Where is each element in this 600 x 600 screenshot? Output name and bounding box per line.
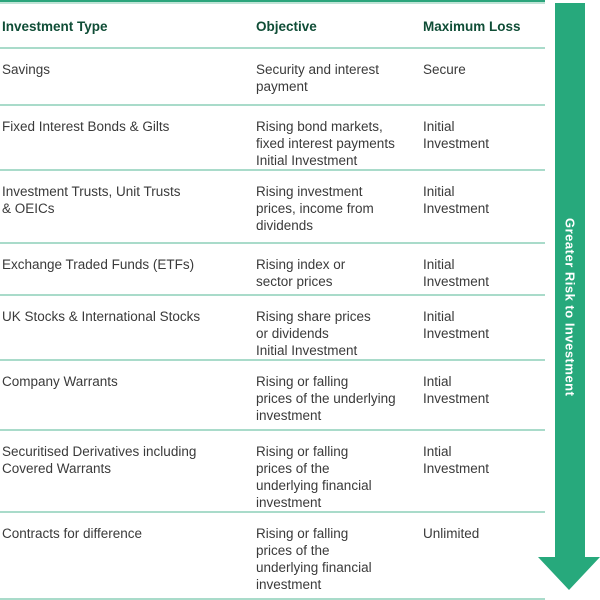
cell-investment-type: Investment Trusts, Unit Trusts & OEICs [2, 184, 181, 216]
cell-investment-type: Securitised Derivatives including Covere… [2, 444, 197, 476]
cell-max-loss: Intial Investment [423, 374, 490, 406]
table-top-border [0, 0, 545, 2]
cell-objective: Rising bond markets, fixed interest paym… [256, 119, 395, 168]
cell-investment-type: Company Warrants [2, 374, 118, 389]
cell-investment-type: Exchange Traded Funds (ETFs) [2, 257, 195, 272]
cell-investment-type: UK Stocks & International Stocks [2, 309, 201, 324]
cell-max-loss: Intial Investment [423, 444, 490, 476]
header-objective: Objective [256, 19, 317, 34]
table-row: Company Warrants Rising or falling price… [0, 361, 545, 431]
cell-max-loss: Unlimited [423, 526, 480, 541]
cell-objective: Rising or falling prices of the underlyi… [256, 444, 372, 510]
risk-arrow-label: Greater Risk to Investment [562, 217, 578, 397]
cell-objective: Rising investment prices, income from di… [256, 184, 374, 233]
risk-arrow: Greater Risk to Investment [555, 3, 585, 557]
header-investment-type: Investment Type [2, 19, 108, 34]
arrow-down-icon [538, 557, 600, 590]
cell-max-loss: Initial Investment [423, 119, 490, 151]
cell-investment-type: Fixed Interest Bonds & Gilts [2, 119, 170, 134]
table-row: Securitised Derivatives including Covere… [0, 431, 545, 513]
cell-max-loss: Initial Investment [423, 309, 490, 341]
cell-objective: Rising index or sector prices [256, 257, 346, 289]
table-body: Savings Security and interest payment Se… [0, 49, 545, 600]
cell-objective: Rising share prices or dividends Initial… [256, 309, 371, 358]
cell-max-loss: Initial Investment [423, 257, 490, 289]
header-maximum-loss: Maximum Loss [423, 19, 521, 34]
table-top-border-highlight [0, 2, 545, 4]
cell-objective: Rising or falling prices of the underlyi… [256, 374, 396, 423]
table-header-row: Investment Type Objective Maximum Loss [0, 4, 545, 49]
table-row: Contracts for difference Rising or falli… [0, 513, 545, 600]
table-row: Exchange Traded Funds (ETFs) Rising inde… [0, 244, 545, 296]
cell-investment-type: Contracts for difference [2, 526, 143, 541]
table-row: Investment Trusts, Unit Trusts & OEICs R… [0, 171, 545, 244]
table-row: Savings Security and interest payment Se… [0, 49, 545, 106]
cell-investment-type: Savings [2, 62, 51, 77]
cell-max-loss: Initial Investment [423, 184, 490, 216]
table-row: UK Stocks & International Stocks Rising … [0, 296, 545, 361]
cell-objective: Security and interest payment [256, 62, 380, 94]
table-row: Fixed Interest Bonds & Gilts Rising bond… [0, 106, 545, 171]
cell-max-loss: Secure [423, 62, 466, 77]
cell-objective: Rising or falling prices of the underlyi… [256, 526, 372, 592]
investment-table: Investment Type Objective Maximum Loss S… [0, 0, 545, 600]
